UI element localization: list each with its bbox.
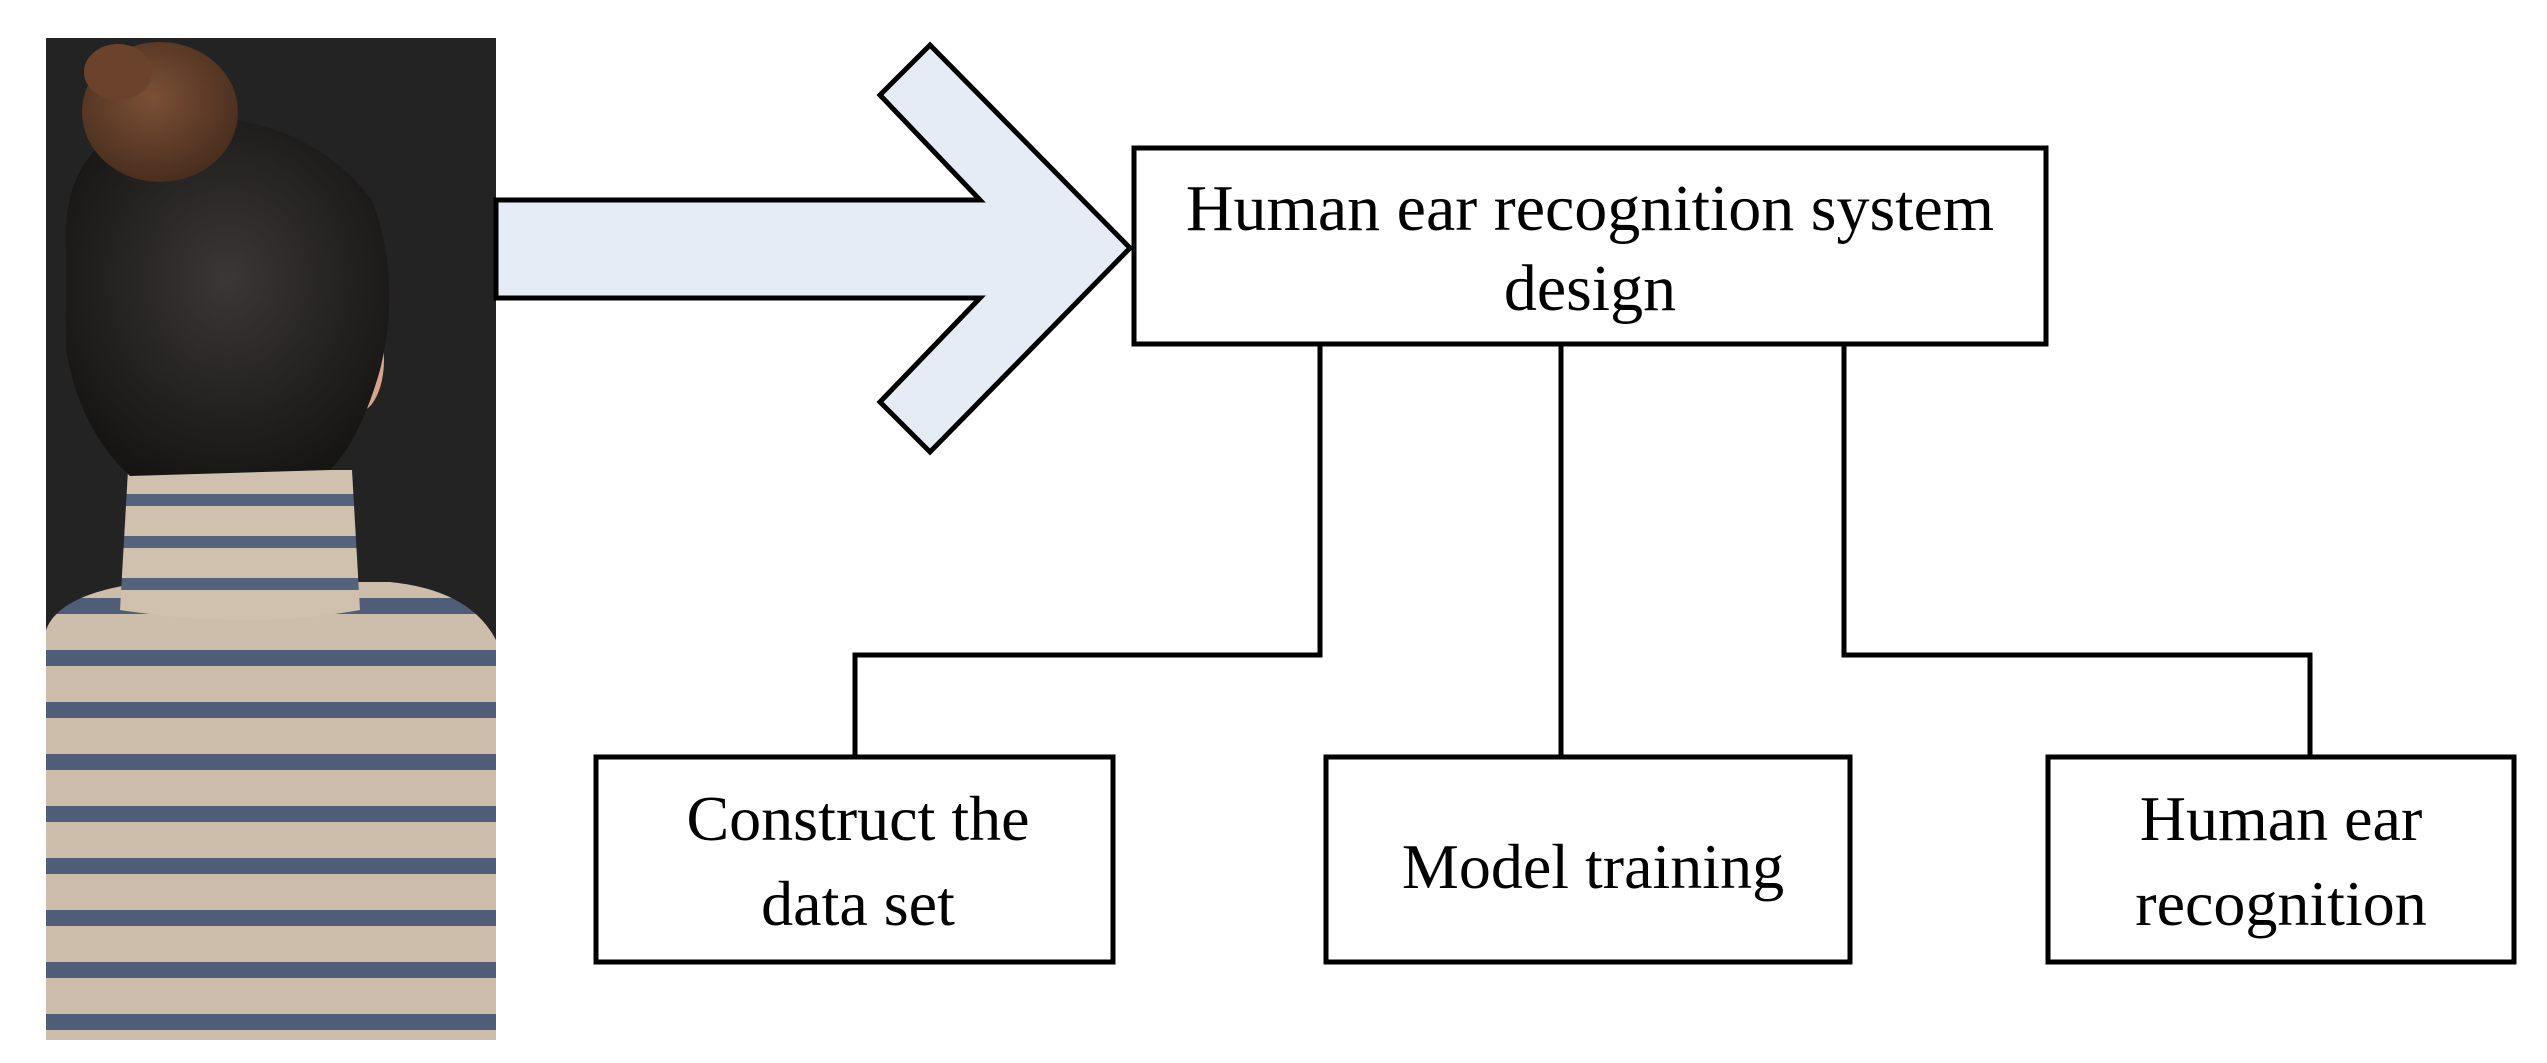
right-arrow-icon bbox=[493, 41, 1134, 456]
person-back-photo bbox=[46, 38, 496, 1040]
top-box-system-design: Human ear recognition system design bbox=[1131, 145, 2049, 347]
box-construct-dataset: Construct the data set bbox=[593, 754, 1116, 965]
box-model-training: Model training bbox=[1323, 754, 1853, 965]
top-box-line-1: Human ear recognition system bbox=[1186, 172, 1994, 245]
model-training-label: Model training bbox=[1402, 831, 1784, 902]
ear-recognition-line-2: recognition bbox=[2135, 868, 2426, 939]
connector-lines bbox=[852, 344, 2313, 757]
construct-dataset-line-2: data set bbox=[761, 868, 955, 939]
hair-bun-top bbox=[84, 44, 152, 100]
sweater-shape bbox=[46, 582, 496, 1040]
connector-to-construct-dataset bbox=[852, 344, 1323, 757]
ear-recognition-line-1: Human ear bbox=[2140, 783, 2423, 854]
hair-shape bbox=[65, 117, 390, 477]
construct-dataset-line-1: Construct the bbox=[686, 783, 1029, 854]
top-box-line-2: design bbox=[1504, 252, 1676, 325]
box-ear-recognition: Human ear recognition bbox=[2045, 754, 2517, 965]
connector-to-ear-recognition bbox=[1841, 344, 2313, 757]
sweater-collar bbox=[120, 470, 360, 620]
